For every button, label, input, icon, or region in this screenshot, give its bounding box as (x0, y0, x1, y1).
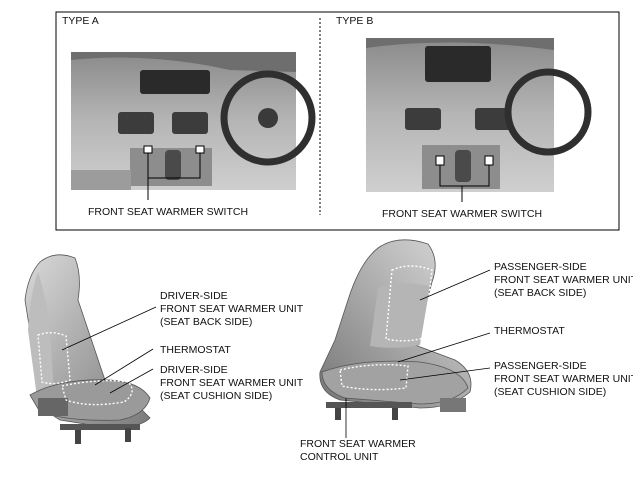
passenger-back-unit-outline (385, 265, 433, 342)
passenger-back-line-3: (SEAT BACK SIDE) (494, 287, 587, 299)
passenger-cushion-leader (399, 367, 491, 381)
passenger-back-leader (419, 269, 491, 301)
driver-cushion-line-2: FRONT SEAT WARMER UNIT (160, 377, 304, 389)
control-unit-label: FRONT SEAT WARMER CONTROL UNIT (300, 438, 416, 464)
passenger-back-line-2: FRONT SEAT WARMER UNIT (494, 274, 633, 286)
passenger-cushion-unit-outline (339, 363, 409, 391)
type-a-leader-2 (148, 153, 201, 179)
passenger-back-unit-label: PASSENGER-SIDE FRONT SEAT WARMER UNIT (S… (494, 261, 633, 300)
driver-cushion-unit-label: DRIVER-SIDE FRONT SEAT WARMER UNIT (SEAT… (160, 364, 303, 403)
driver-cushion-leader (109, 368, 154, 394)
type-a-caption: FRONT SEAT WARMER SWITCH (88, 206, 249, 218)
control-unit-line-1: FRONT SEAT WARMER (300, 438, 416, 450)
driver-cushion-line-3: (SEAT CUSHION SIDE) (160, 390, 273, 402)
passenger-seat-image (319, 239, 472, 420)
passenger-thermostat-label: THERMOSTAT (494, 325, 565, 337)
driver-back-unit-outline (37, 332, 71, 385)
driver-back-unit-label: DRIVER-SIDE FRONT SEAT WARMER UNIT (SEAT… (160, 290, 303, 329)
top-panel-frame (55, 11, 620, 231)
passenger-back-line-1: PASSENGER-SIDE (494, 261, 587, 273)
type-b-leader (439, 165, 490, 187)
driver-cushion-line-1: DRIVER-SIDE (160, 364, 228, 376)
type-b-switch-left (435, 155, 445, 166)
passenger-cushion-unit-label: PASSENGER-SIDE FRONT SEAT WARMER UNIT (S… (494, 360, 633, 399)
type-b-title: TYPE B (336, 15, 374, 27)
driver-back-line-2: FRONT SEAT WARMER UNIT (160, 303, 304, 315)
driver-back-line-1: DRIVER-SIDE (160, 290, 228, 302)
passenger-cushion-line-3: (SEAT CUSHION SIDE) (494, 386, 607, 398)
driver-back-leader (61, 306, 157, 351)
type-b-switch-right (484, 155, 494, 166)
type-a-title: TYPE A (62, 15, 99, 27)
passenger-thermo-leader (397, 332, 491, 363)
passenger-cushion-line-1: PASSENGER-SIDE (494, 360, 587, 372)
type-a-dashboard-image (71, 52, 316, 190)
type-a-switch-right (195, 145, 205, 154)
driver-back-line-3: (SEAT BACK SIDE) (160, 316, 253, 328)
driver-thermo-leader (94, 348, 154, 386)
type-b-dashboard-image (366, 38, 592, 192)
driver-seat-image (24, 254, 151, 444)
driver-cushion-unit-outline (61, 379, 133, 406)
passenger-cushion-line-2: FRONT SEAT WARMER UNIT (494, 373, 633, 385)
type-b-caption: FRONT SEAT WARMER SWITCH (382, 208, 543, 220)
control-unit-line-2: CONTROL UNIT (300, 451, 379, 463)
type-a-switch-left (143, 145, 153, 154)
driver-thermostat-label: THERMOSTAT (160, 344, 231, 356)
